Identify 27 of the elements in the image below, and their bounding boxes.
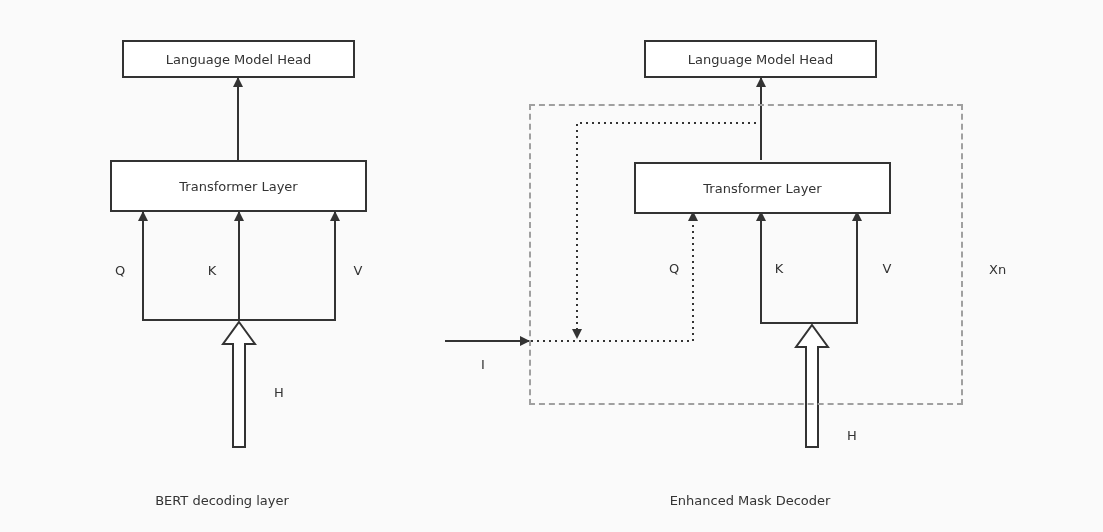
box-label: Language Model Head: [687, 51, 834, 67]
input-label: H: [847, 427, 857, 443]
repeat-label: Xn: [989, 262, 1007, 277]
arrow: [233, 77, 243, 161]
arrow: [138, 211, 240, 321]
edge-label: V: [882, 260, 892, 276]
box-label: Transformer Layer: [703, 180, 822, 196]
edge-label: V: [353, 262, 363, 278]
caption: BERT decoding layer: [155, 492, 289, 508]
edge-label: Q: [668, 260, 680, 276]
arrow: [234, 211, 244, 321]
process-box: [122, 40, 355, 78]
dotted-arrow: [572, 122, 762, 339]
process-box: [634, 162, 891, 214]
input-label: H: [274, 384, 284, 400]
arrow: [756, 77, 766, 161]
edge-label: I: [481, 356, 485, 372]
process-box: [644, 40, 877, 78]
arrow: [238, 211, 340, 321]
edge-label: K: [207, 262, 217, 278]
box-label: Language Model Head: [165, 51, 312, 67]
arrow: [444, 336, 530, 346]
box-label: Transformer Layer: [179, 178, 298, 194]
edge-label: Q: [114, 262, 126, 278]
edge-label: K: [774, 260, 784, 276]
process-box: [110, 160, 367, 212]
caption: Enhanced Mask Decoder: [669, 492, 831, 508]
